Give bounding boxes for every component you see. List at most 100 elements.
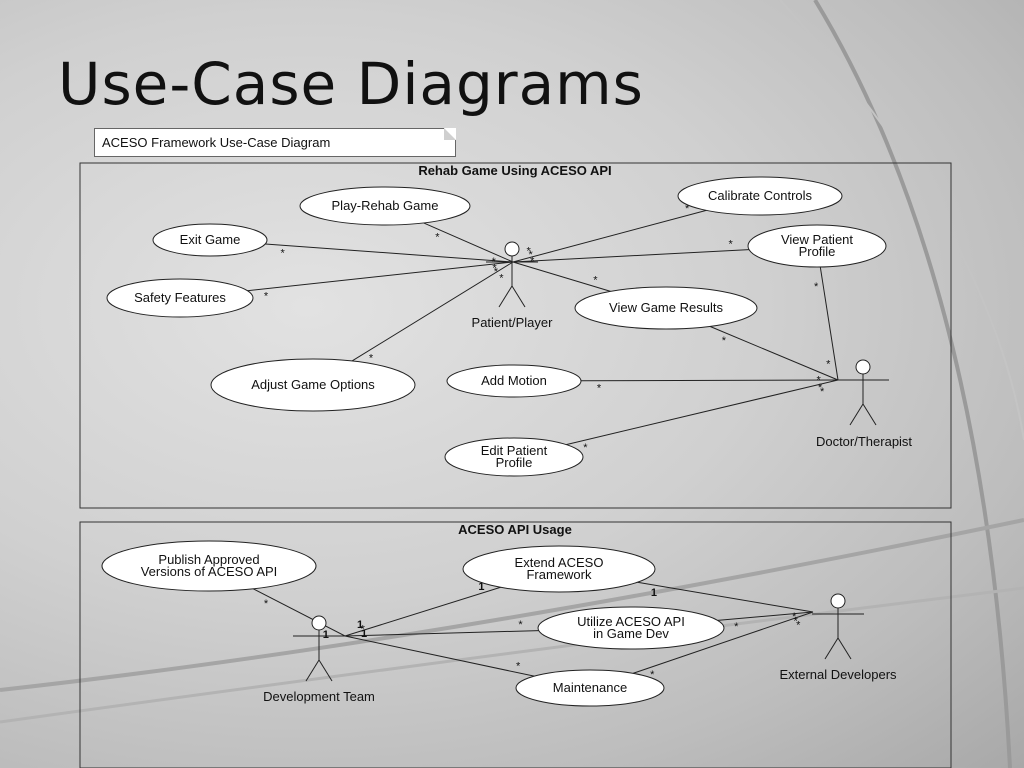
use-case-shape (444, 437, 584, 477)
multiplicity-label: * (492, 256, 497, 268)
use-case-label: Profile (496, 455, 533, 470)
association-line (580, 379, 839, 382)
multiplicity-label: 1 (357, 619, 363, 631)
use-case-label: Extend ACESO (515, 555, 604, 570)
actor-leg (318, 659, 333, 682)
use-case-exit-game: Exit Game (152, 223, 268, 257)
association-line (344, 630, 539, 637)
use-case-maintenance: Maintenance (515, 669, 665, 707)
multiplicity-label: * (583, 442, 588, 454)
use-case-label: Profile (799, 244, 836, 259)
actor-devteam: Development Team (263, 615, 375, 704)
use-case-calibrate-controls: Calibrate Controls (677, 176, 843, 216)
use-case-shape (210, 358, 416, 412)
multiplicity-label: * (516, 661, 521, 673)
use-case-shape (574, 286, 758, 330)
association-line (566, 379, 839, 446)
use-case-label: Publish Approved (158, 552, 259, 567)
actor-patient: Patient/Player (472, 241, 554, 330)
multiplicity-label: * (685, 203, 690, 215)
decorative-curve (0, 586, 1024, 724)
use-case-label: Adjust Game Options (251, 377, 375, 392)
use-case-label: Calibrate Controls (708, 188, 813, 203)
use-case-label: View Game Results (609, 300, 723, 315)
multiplicity-label: * (593, 274, 598, 286)
diagram-note-text: ACESO Framework Use-Case Diagram (102, 135, 331, 150)
association-line (819, 266, 839, 381)
use-case-label: Safety Features (134, 290, 226, 305)
actor-leg (511, 285, 526, 308)
use-case-shape (677, 176, 843, 216)
multiplicity-label: 1 (651, 587, 657, 599)
use-case-play-rehab-game: Play-Rehab Game (299, 186, 471, 226)
use-case-safety-features: Safety Features (106, 278, 254, 318)
association-line (717, 611, 814, 621)
actor-head (504, 241, 520, 257)
actor-label-patient: Patient/Player (472, 315, 554, 330)
multiplicity-label: * (528, 249, 533, 261)
association-line (252, 588, 346, 637)
association-line (265, 243, 514, 263)
multiplicity-label: 1 (361, 628, 367, 640)
use-case-label: Versions of ACESO API (141, 564, 278, 579)
multiplicity-label: * (280, 247, 285, 259)
decorative-curve (0, 518, 1024, 692)
actor-external: External Developers (779, 593, 897, 682)
use-case-view-game-results: View Game Results (574, 286, 758, 330)
association-line (247, 261, 514, 292)
association-line (512, 209, 707, 263)
use-case-shape (106, 278, 254, 318)
frame-rehab-game (79, 162, 952, 509)
association-line (637, 581, 814, 613)
use-case-shape (537, 606, 725, 650)
use-case-shape (101, 540, 317, 592)
multiplicity-label: * (494, 266, 499, 278)
multiplicity-label: * (792, 611, 797, 623)
association-line (351, 261, 514, 362)
multiplicity-label: 1 (323, 629, 329, 641)
decorative-curve (779, 0, 1024, 441)
actor-doctor: Doctor/Therapist (816, 359, 912, 449)
multiplicity-label: * (734, 621, 739, 633)
multiplicity-label: * (492, 263, 497, 275)
multiplicity-label: * (729, 239, 734, 251)
association-line (632, 611, 814, 674)
actor-head (855, 359, 871, 375)
multiplicity-label: * (518, 619, 523, 631)
multiplicity-label: * (818, 382, 823, 394)
use-case-shape (299, 186, 471, 226)
multiplicity-label: * (264, 598, 269, 610)
actor-head (830, 593, 846, 609)
use-case-label: Exit Game (180, 232, 241, 247)
association-line (512, 249, 750, 263)
use-case-shape (747, 224, 887, 268)
association-line (344, 586, 501, 637)
actor-leg (849, 403, 864, 426)
multiplicity-label: * (722, 335, 727, 347)
multiplicity-label: * (796, 619, 801, 631)
actor-label-devteam: Development Team (263, 689, 375, 704)
note-fold-corner (444, 128, 456, 140)
multiplicity-label: * (361, 623, 366, 635)
multiplicity-label: * (817, 375, 822, 387)
use-case-label: Edit Patient (481, 443, 548, 458)
actor-head (311, 615, 327, 631)
actor-leg (498, 285, 513, 308)
slide-title: Use-Case Diagrams (58, 50, 644, 118)
use-case-label: Utilize ACESO API (577, 614, 685, 629)
association-line (512, 261, 611, 292)
actor-label-external: External Developers (779, 667, 897, 682)
multiplicity-label: * (814, 281, 819, 293)
association-line (423, 222, 514, 263)
multiplicity-label: * (526, 246, 531, 258)
multiplicity-label: * (264, 291, 269, 303)
diagram-note: ACESO Framework Use-Case Diagram (94, 128, 456, 157)
use-case-shape (446, 364, 582, 398)
decorative-curve (813, 0, 1012, 768)
